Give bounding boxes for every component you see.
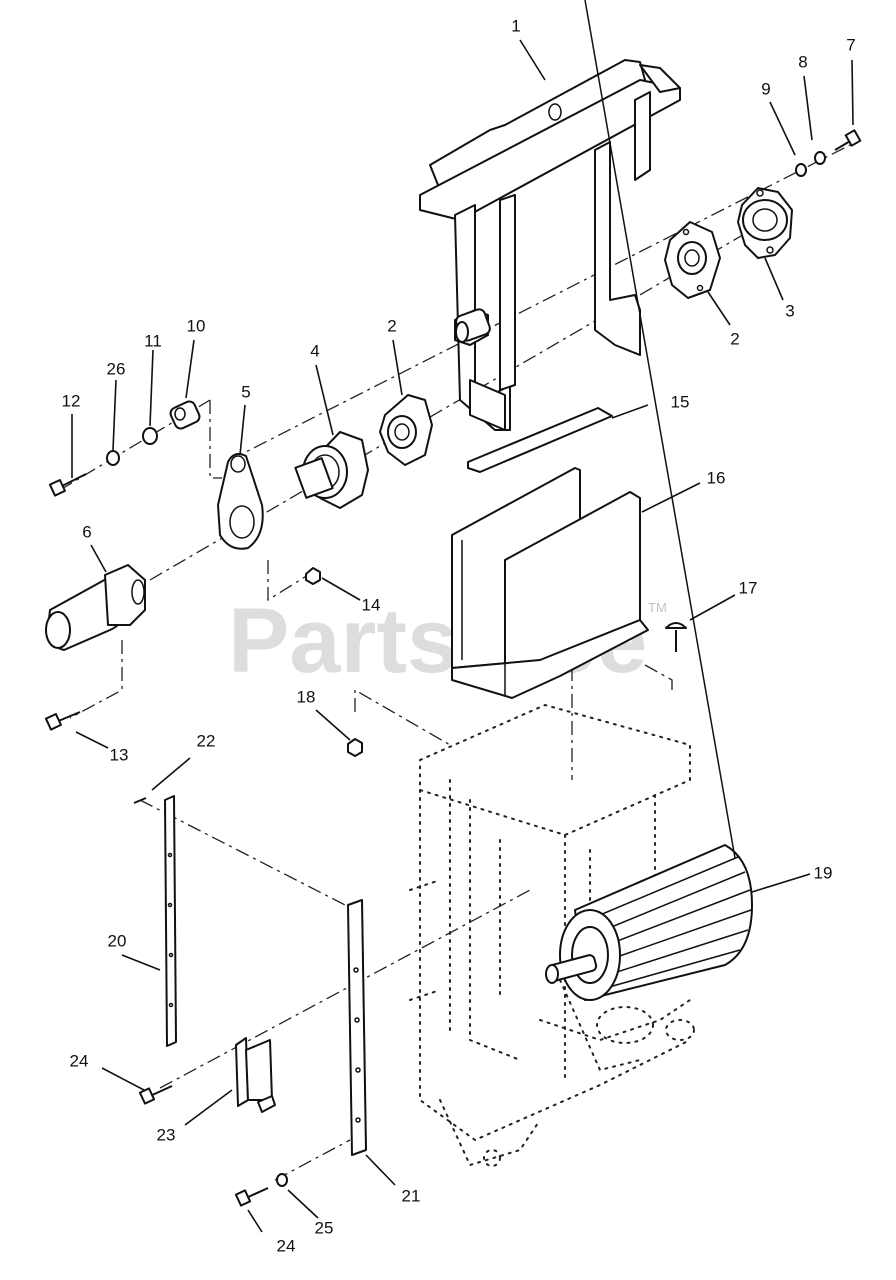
callout-12: 12 <box>62 391 81 410</box>
callout-19: 19 <box>814 863 833 882</box>
part-22-screw <box>133 797 147 804</box>
callout-17: 17 <box>739 578 758 597</box>
part-26-washer <box>106 450 120 466</box>
callout-3: 3 <box>785 301 794 320</box>
callout-24-lower: 24 <box>277 1236 296 1255</box>
callout-2-left: 2 <box>387 316 396 335</box>
part-12-bolt <box>48 473 87 497</box>
part-4-flange-bearing <box>294 431 369 509</box>
part-13-bolt <box>44 711 81 731</box>
spacer <box>455 308 491 343</box>
callout-22: 22 <box>197 731 216 750</box>
part-18-nut <box>347 738 363 757</box>
callout-15: 15 <box>671 392 690 411</box>
part-8-washer <box>814 151 826 165</box>
part-15-pad <box>467 407 613 473</box>
part-20-strip <box>164 795 177 1047</box>
part-23-bracket <box>235 1037 276 1113</box>
callout-4: 4 <box>310 341 319 360</box>
part-16-housing <box>451 467 649 699</box>
part-19-rotor <box>545 0 753 1001</box>
callout-14: 14 <box>362 595 381 614</box>
part-25-washer <box>276 1173 288 1187</box>
callout-16: 16 <box>707 468 726 487</box>
part-6-motor <box>45 564 146 651</box>
callout-26: 26 <box>107 359 126 378</box>
watermark-trademark: TM <box>648 600 667 615</box>
callout-20: 20 <box>108 931 127 950</box>
callout-18: 18 <box>297 687 316 706</box>
callout-6: 6 <box>82 522 91 541</box>
callout-21: 21 <box>402 1186 421 1205</box>
callouts: 1 2 2 3 4 5 6 7 8 9 10 11 12 13 14 15 16… <box>62 16 856 1255</box>
callout-2-right: 2 <box>730 329 739 348</box>
part-2-flange-right <box>664 221 721 299</box>
part-5-arm <box>217 453 264 550</box>
part-14-nut <box>305 567 321 585</box>
part-2-flange-left <box>379 394 433 466</box>
callout-5: 5 <box>241 382 250 401</box>
part-24-bolt-lower <box>234 1187 269 1207</box>
callout-9: 9 <box>761 79 770 98</box>
callout-10: 10 <box>187 316 206 335</box>
callout-13: 13 <box>110 745 129 764</box>
callout-8: 8 <box>798 52 807 71</box>
part-24-bolt-upper <box>138 1085 173 1105</box>
part-17-bolt <box>665 622 687 652</box>
part-11-washer <box>142 427 158 445</box>
leader-lines <box>71 39 854 1233</box>
part-10-bushing <box>169 400 201 430</box>
callout-24-upper: 24 <box>70 1051 89 1070</box>
callout-11: 11 <box>144 331 162 350</box>
part-1-frame <box>419 59 681 431</box>
part-9-washer <box>795 163 807 177</box>
part-7-bolt <box>834 129 862 151</box>
callout-7: 7 <box>846 35 855 54</box>
callout-1: 1 <box>511 16 520 35</box>
part-21-bar <box>347 899 367 1156</box>
part-3-flange-bearing <box>737 187 793 259</box>
callout-23: 23 <box>157 1125 176 1144</box>
callout-25: 25 <box>315 1218 334 1237</box>
